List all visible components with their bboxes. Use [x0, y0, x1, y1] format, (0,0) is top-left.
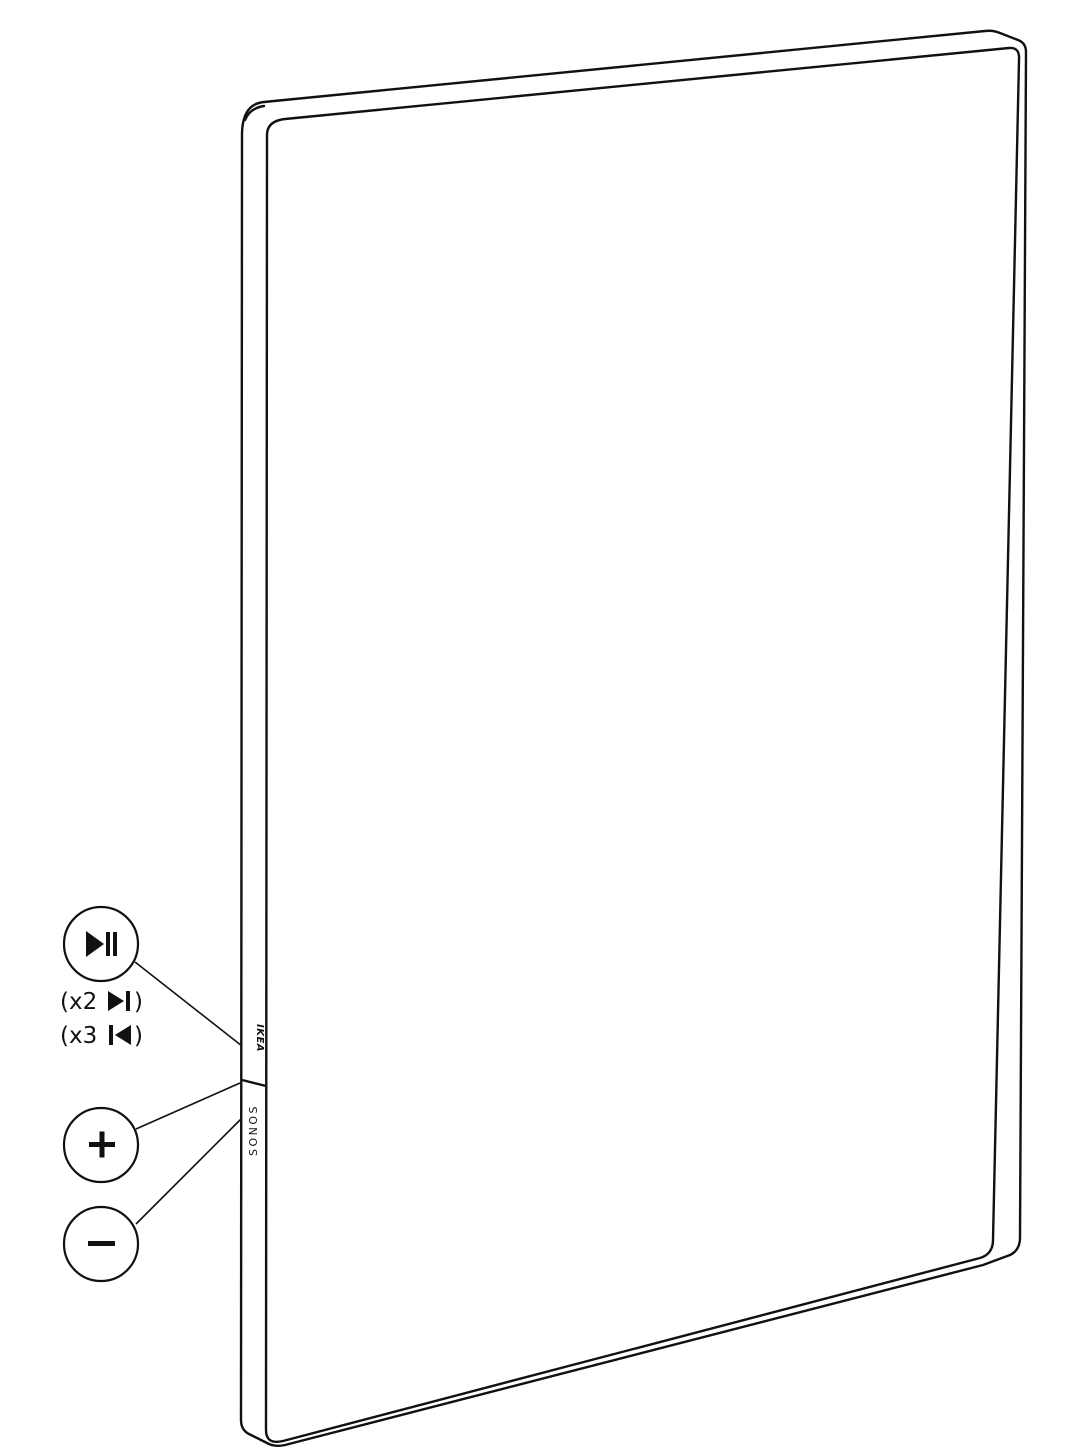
note-double-press-prefix: (x2	[60, 989, 97, 1015]
ikea-logo: IKEA	[254, 1024, 265, 1052]
note-double-press: (x2 )	[60, 989, 143, 1015]
speaker-front-face	[264, 46, 1021, 1444]
note-double-press-suffix: )	[134, 989, 143, 1015]
play-pause-icon	[86, 931, 117, 957]
note-triple-press-prefix: (x3	[60, 1023, 97, 1049]
speaker-top-bevel	[243, 104, 266, 122]
leader-lines	[134, 961, 243, 1225]
speaker-outer-edge	[239, 29, 1028, 1447]
leader-line-play-pause	[134, 961, 243, 1047]
sonos-logo: SONOS	[247, 1104, 260, 1156]
brand-divider	[240, 1078, 268, 1088]
plus-icon	[89, 1131, 115, 1158]
volume-down-button[interactable]	[62, 1205, 140, 1283]
speaker-panel	[239, 29, 1028, 1447]
note-triple-press-suffix: )	[134, 1023, 143, 1049]
minus-icon	[88, 1241, 115, 1246]
note-triple-press: (x3 )	[60, 1023, 143, 1049]
play-pause-button[interactable]	[62, 905, 140, 983]
leader-line-volume-up	[135, 1082, 241, 1130]
leader-line-volume-down	[135, 1118, 242, 1225]
previous-track-icon	[109, 1025, 131, 1045]
volume-up-button[interactable]	[62, 1106, 140, 1184]
next-track-icon	[108, 991, 130, 1011]
